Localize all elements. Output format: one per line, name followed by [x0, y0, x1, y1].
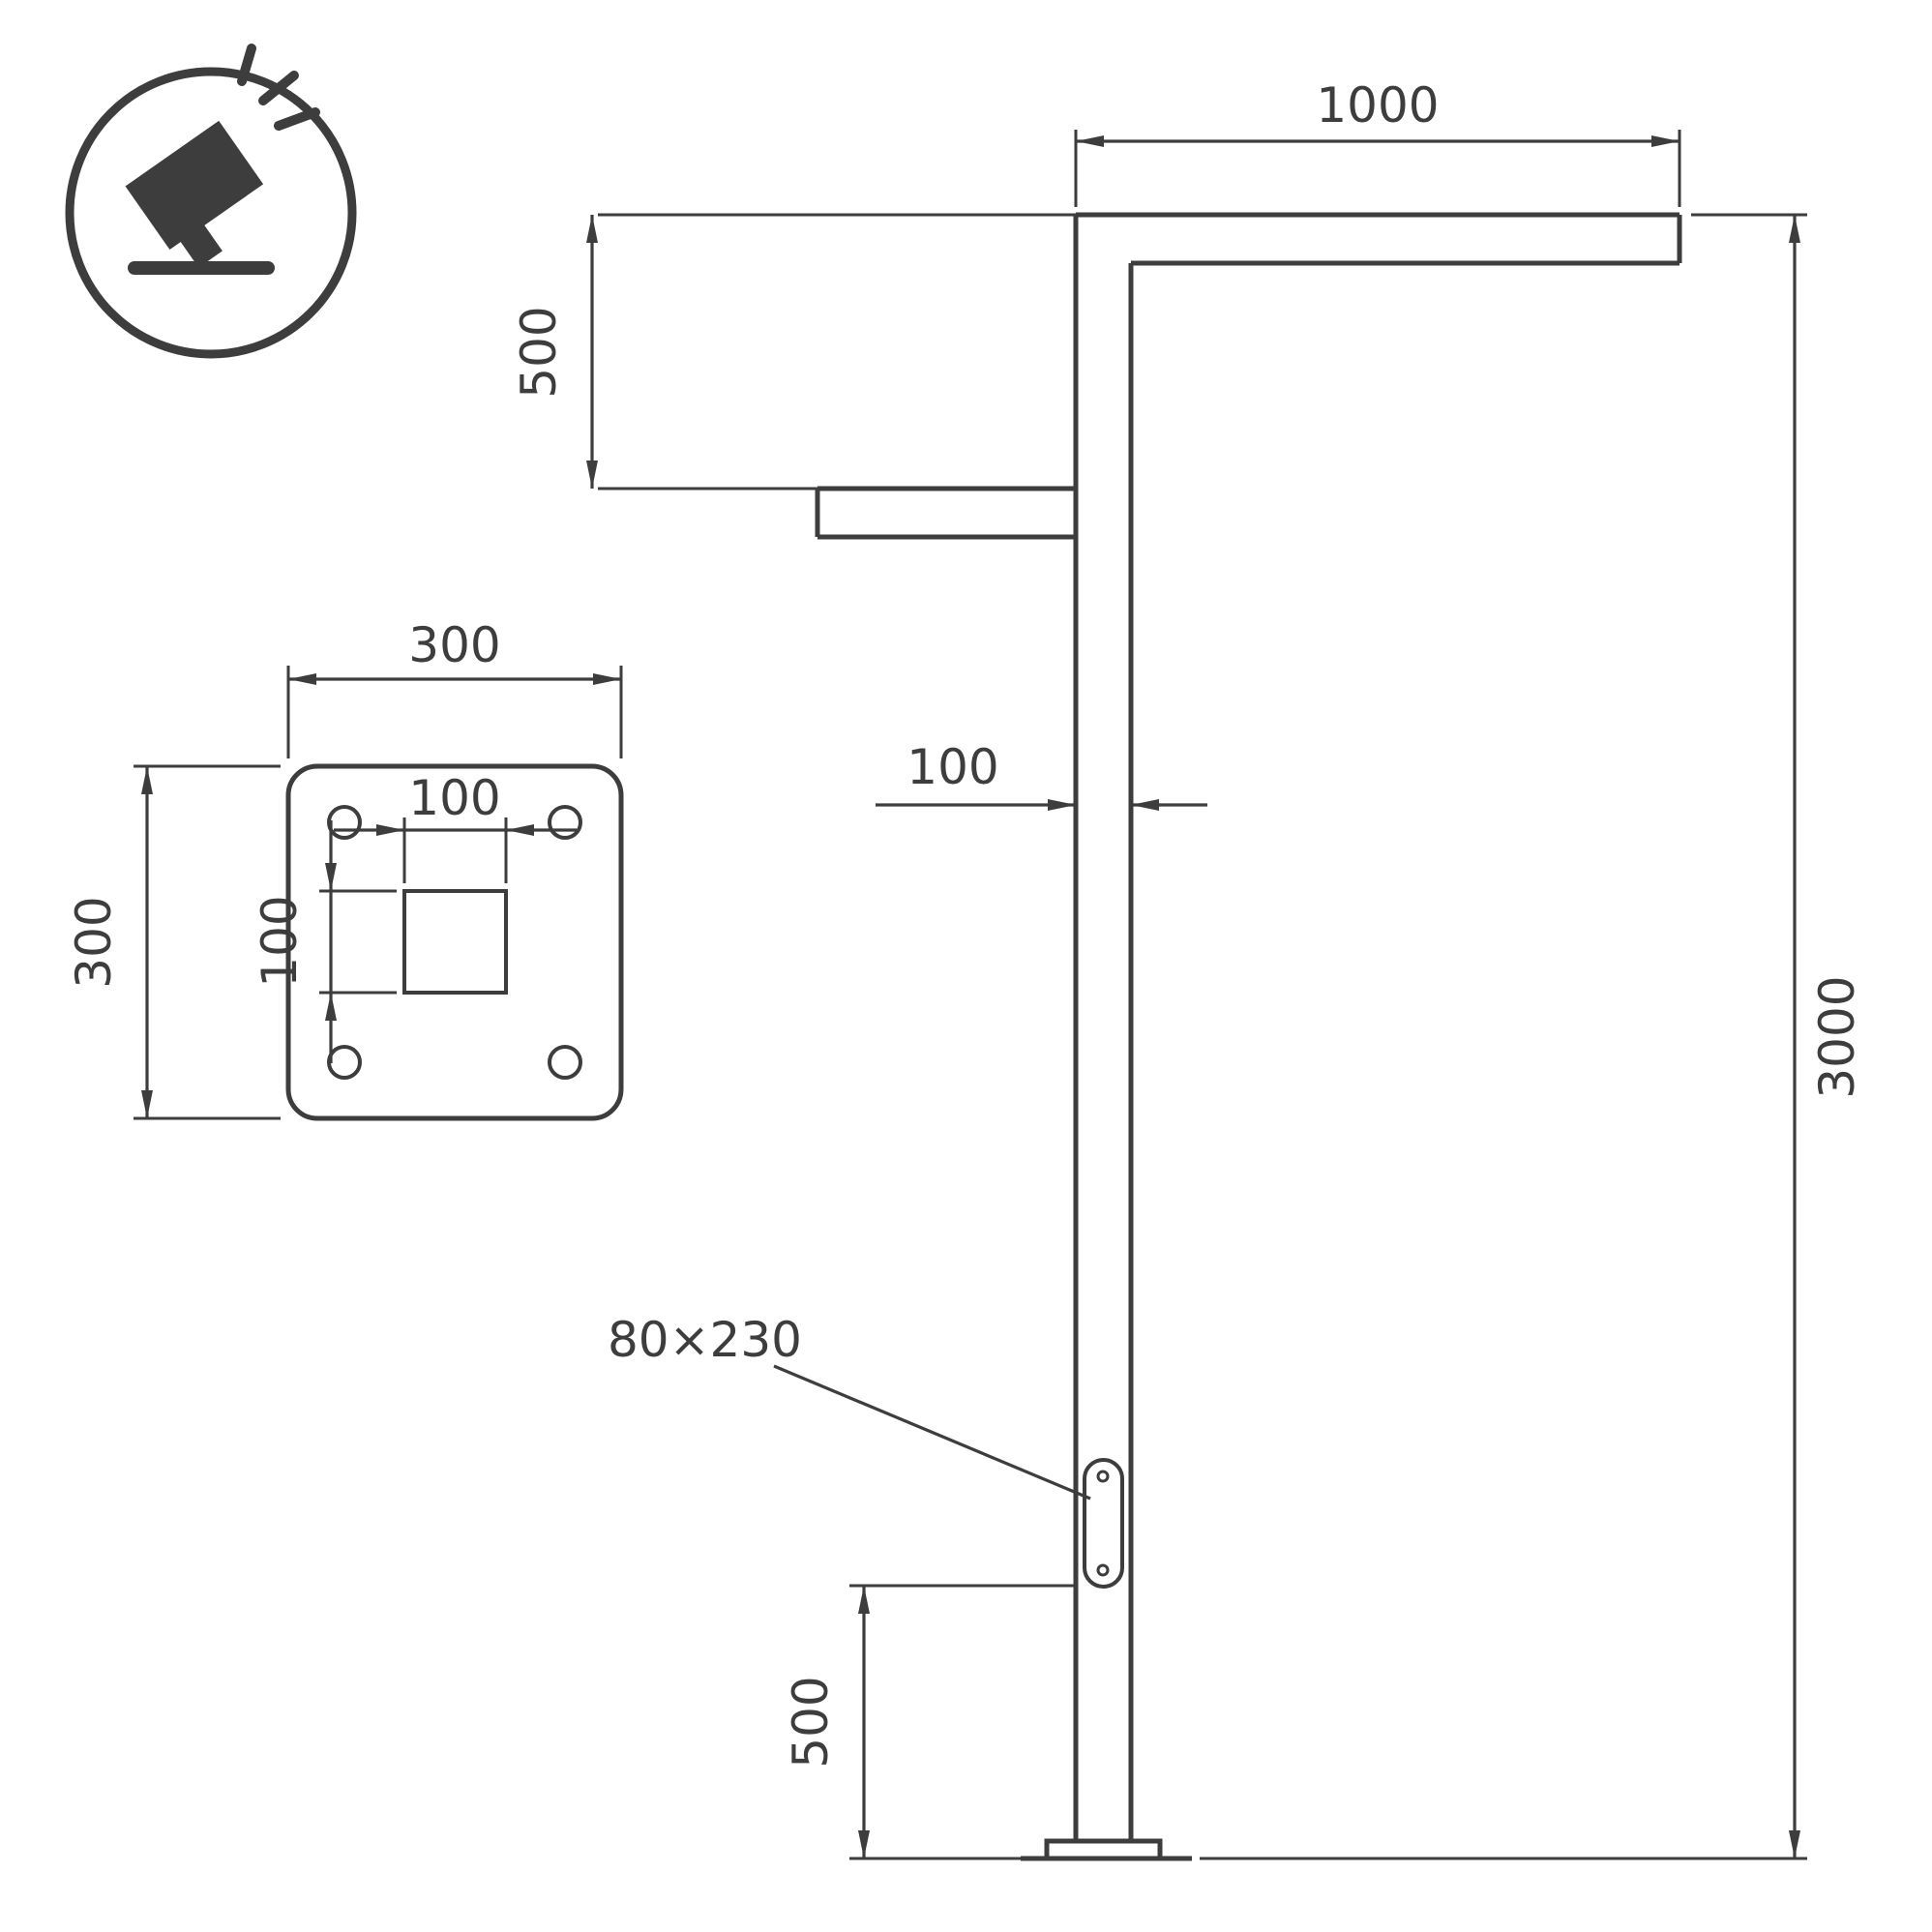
dim-label-plate-height: 300	[66, 896, 122, 988]
light-ray-icon	[237, 44, 256, 86]
bolt-hole	[327, 805, 362, 840]
floodlight-head	[125, 120, 264, 251]
dim-label-pole-width: 100	[907, 739, 998, 795]
light-ray-icon	[274, 107, 320, 131]
pole-elevation-view: 1000 500 100 3000 80×230 500	[511, 77, 1865, 1861]
dim-label-arm-offset: 500	[511, 306, 567, 398]
center-square-hole	[402, 889, 508, 995]
plate-outline	[285, 763, 624, 1121]
dim-label-hole-width: 100	[408, 770, 500, 826]
floodlight-stem	[175, 218, 223, 268]
leader-line-door	[773, 1364, 1091, 1501]
access-door-outline	[1083, 1458, 1124, 1589]
dim-label-hole-height: 100	[252, 895, 308, 987]
base-plate-view: 300 300 100 100	[66, 617, 624, 1121]
floodlight-icon	[65, 44, 357, 359]
floodlight-base	[128, 261, 275, 275]
bolt-hole	[548, 1045, 582, 1080]
bolt-hole	[548, 805, 582, 840]
dim-label-arm-length: 1000	[1316, 77, 1439, 134]
dim-label-door-height: 500	[783, 1676, 839, 1768]
access-door	[1083, 1458, 1124, 1589]
dim-label-plate-width: 300	[408, 617, 500, 673]
door-screw	[1096, 1470, 1110, 1483]
light-ray-icon	[258, 71, 299, 105]
door-screw	[1096, 1563, 1110, 1577]
dim-label-door-size: 80×230	[608, 1312, 802, 1368]
base-flange	[1044, 1838, 1163, 1861]
bolt-hole	[327, 1045, 362, 1080]
dim-label-pole-height: 3000	[1809, 975, 1865, 1098]
icon-circle	[65, 67, 357, 359]
